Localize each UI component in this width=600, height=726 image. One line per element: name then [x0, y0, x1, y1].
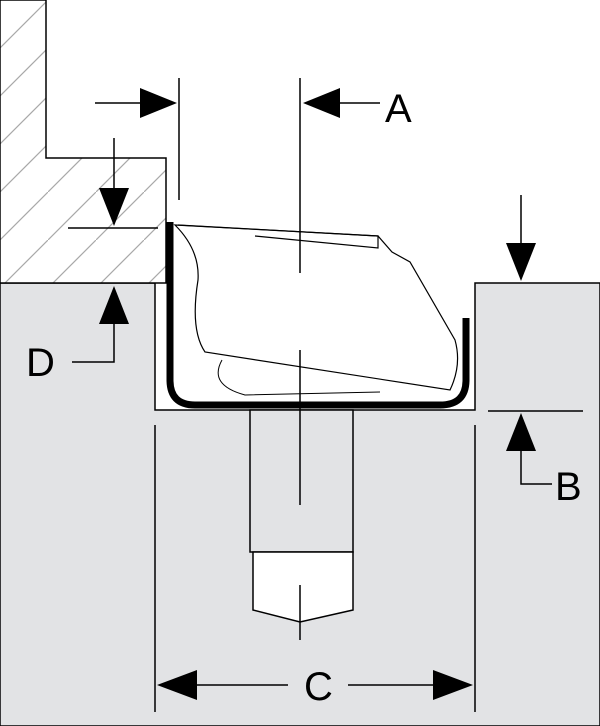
dim-b-bottom-arrow: [506, 413, 536, 451]
dim-d-bottom-leader: [72, 320, 115, 363]
label-b: B: [555, 465, 582, 509]
label-c: C: [304, 665, 333, 709]
punch-shank: [249, 409, 354, 553]
label-a: A: [385, 87, 412, 131]
cup-wall: [166, 222, 470, 409]
part-inner-curve: [217, 359, 381, 396]
dim-d-top-arrow: [99, 188, 129, 226]
dim-c-left-arrow: [157, 670, 197, 700]
formed-part-body: [173, 224, 459, 391]
dim-a-right-arrow: [303, 88, 340, 118]
punch-tip: [252, 551, 354, 623]
dim-a-left-arrow: [140, 88, 177, 118]
dim-d-bottom-arrow: [99, 286, 129, 324]
dim-b-bottom-leader: [520, 447, 552, 485]
part-top-edge: [177, 224, 379, 249]
label-d: D: [26, 341, 55, 385]
dim-c-right-arrow: [433, 670, 473, 700]
dim-b-top-arrow: [506, 243, 536, 281]
upper-die-block: [0, 0, 167, 284]
